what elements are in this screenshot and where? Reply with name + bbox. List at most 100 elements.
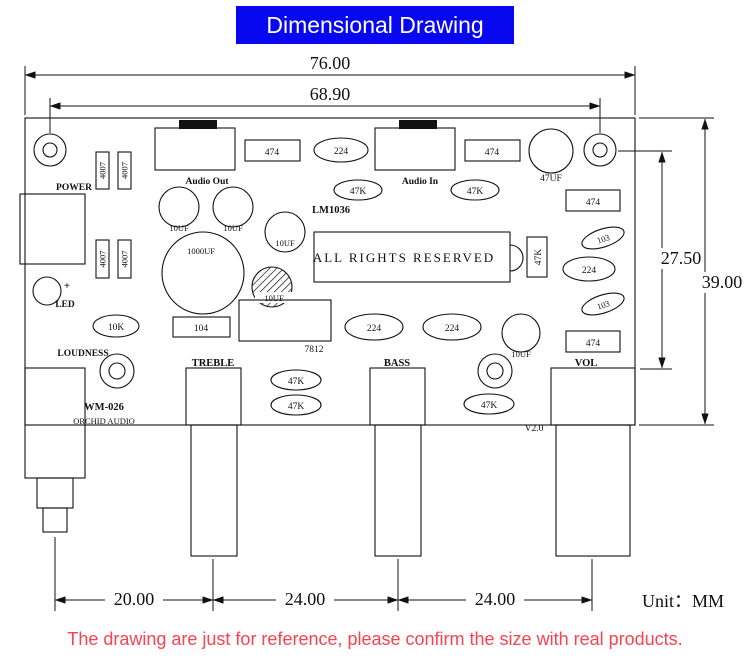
diode-body xyxy=(117,239,132,279)
led-plus-label: + xyxy=(64,281,70,292)
audio-out-header: Audio Out xyxy=(154,120,236,187)
pot-inner xyxy=(108,362,126,380)
header-body xyxy=(154,127,236,171)
cap-body xyxy=(464,139,521,162)
pot-shaft xyxy=(190,424,238,557)
cap-10uf-1: 10UF xyxy=(158,186,200,233)
title-bar: Dimensional Drawing xyxy=(236,6,514,44)
pot-outer xyxy=(99,353,135,389)
cap-1000uf: 1000UF xyxy=(161,231,245,315)
cap-body xyxy=(161,231,245,315)
dim-bottom-spacings: 20.00 24.00 24.00 xyxy=(54,537,593,611)
cap-value: 1000UF xyxy=(187,246,215,256)
res-body xyxy=(270,394,322,416)
dc-jack-profile xyxy=(24,367,86,533)
cap-474-right-bottom: 474 xyxy=(565,330,621,353)
res-value: 47K xyxy=(288,402,305,412)
cap-10uf-vol: 10UF xyxy=(501,313,541,359)
diode-value: 4007 xyxy=(120,251,130,268)
header-body xyxy=(374,127,456,171)
audio-in-label: Audio In xyxy=(402,177,439,187)
pot-shaft xyxy=(555,424,631,557)
res-body xyxy=(333,179,383,201)
diode-value: 4007 xyxy=(98,162,108,179)
dim-inner-height: 27.50 xyxy=(618,150,707,370)
cap-body xyxy=(565,189,621,212)
dim-inner-height-label: 27.50 xyxy=(661,248,702,268)
regulator-label: 7812 xyxy=(305,345,324,355)
label-backplate xyxy=(255,292,292,303)
pcb-outline xyxy=(24,117,636,426)
loudness-pot: LOUDNESS xyxy=(57,349,135,389)
cap-104: 104 xyxy=(172,316,231,338)
diode-value: 4007 xyxy=(98,251,108,268)
cap-value: 10UF xyxy=(511,349,531,359)
cap-value: 224 xyxy=(582,266,597,276)
hole-inner xyxy=(42,142,58,158)
audio-in-header: Audio In xyxy=(374,120,456,187)
cap-224-bottom-left: 224 xyxy=(344,313,404,341)
ic-notch xyxy=(509,244,524,272)
cap-body xyxy=(501,313,541,353)
cap-value: 10UF xyxy=(264,293,284,303)
vol-pot: VOL xyxy=(477,353,636,557)
ic-body xyxy=(313,231,511,283)
dim-hole-spacing-label: 68.90 xyxy=(310,84,351,104)
res-value: 10K xyxy=(108,323,125,333)
power-label: POWER xyxy=(56,183,92,193)
jack-step xyxy=(36,477,74,509)
label-backplate xyxy=(655,250,707,267)
cap-10uf-2: 10UF xyxy=(212,186,254,233)
bass-label: BASS xyxy=(384,358,410,369)
cap-47uf: 47UF xyxy=(528,128,574,184)
cap-value: 224 xyxy=(334,147,349,157)
mounting-hole-left xyxy=(33,133,67,167)
diode-body xyxy=(95,151,110,190)
disclaimer: The drawing are just for reference, plea… xyxy=(67,629,683,649)
res-47k-vertical: 47K xyxy=(526,236,548,278)
res-10k: 10K xyxy=(92,314,140,338)
dim-total-height: 39.00 xyxy=(639,117,748,426)
pot-inner xyxy=(486,362,504,380)
dim-total-width: 76.00 xyxy=(24,53,636,115)
ic-chip: ALL RIGHTS RESERVED xyxy=(313,231,524,283)
pot-body xyxy=(550,367,636,426)
ic-text: ALL RIGHTS RESERVED xyxy=(313,250,495,265)
cap-224-right: 224 xyxy=(562,256,616,282)
dim-total-width-label: 76.00 xyxy=(310,53,351,73)
cap-body xyxy=(172,316,231,338)
diode-4007-3: 4007 xyxy=(95,239,110,279)
res-47k-treble-2: 47K xyxy=(270,394,322,416)
dim-pot-gap-left-label: 20.00 xyxy=(114,589,155,609)
cap-10uf-hatched: 10UF xyxy=(251,266,293,308)
loudness-label: LOUDNESS xyxy=(57,349,108,359)
header-cap xyxy=(399,120,437,129)
res-body xyxy=(92,314,140,338)
bass-pot: BASS xyxy=(369,358,426,557)
res-47k-bass: 47K xyxy=(463,393,515,415)
led-indicator: + LED xyxy=(32,276,75,310)
cap-value: 224 xyxy=(445,324,460,334)
diode-body xyxy=(117,151,132,190)
cap-body xyxy=(422,313,482,341)
cap-value: 103 xyxy=(596,298,611,311)
led-body xyxy=(32,276,62,306)
header-cap xyxy=(179,120,217,129)
cap-value: 10UF xyxy=(223,223,243,233)
label-backplate xyxy=(466,591,524,608)
cap-value: 104 xyxy=(194,324,209,334)
label-backplate xyxy=(696,274,748,291)
cap-value: 474 xyxy=(586,198,601,208)
treble-label: TREBLE xyxy=(192,358,235,369)
regulator-7812: 7812 xyxy=(238,299,332,355)
res-value: 47K xyxy=(467,187,484,197)
cap-value: 47UF xyxy=(540,174,562,184)
res-body xyxy=(450,179,500,201)
res-value: 47K xyxy=(288,377,305,387)
treble-pot: TREBLE xyxy=(185,358,242,557)
dim-hole-spacing: 68.90 xyxy=(49,84,601,133)
cap-body xyxy=(212,186,254,228)
hole-inner xyxy=(592,142,608,158)
vol-label: VOL xyxy=(575,358,598,369)
